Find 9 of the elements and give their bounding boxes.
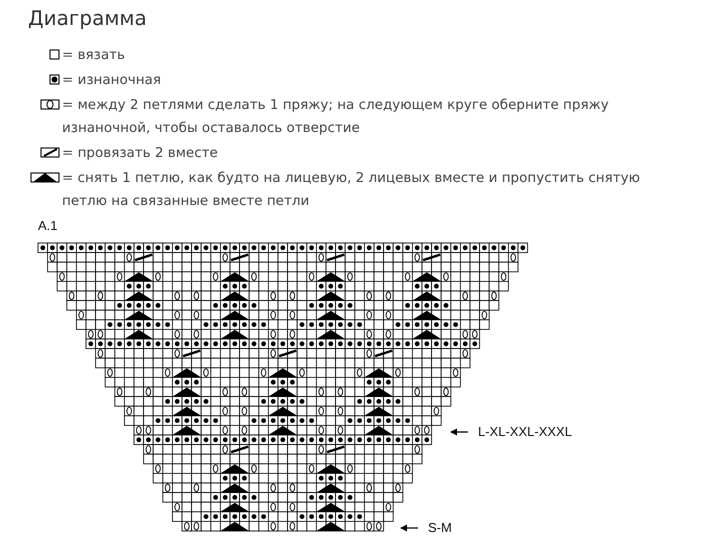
size-label: L-XL-XXL-XXXL bbox=[478, 424, 572, 439]
legend-text: = изнаночная bbox=[62, 72, 161, 88]
legend-text: = провязать 2 вместе bbox=[62, 145, 218, 161]
chart-label: A.1 bbox=[38, 218, 58, 233]
diagram-title: Диаграмма bbox=[28, 6, 147, 30]
size-label: S-M bbox=[428, 520, 452, 535]
legend-text: = снять 1 петлю, как будто на лицевую, 2 лицевых вместе и пропустить снятую петлю на связанные вместе петли bbox=[62, 170, 640, 209]
legend-text: = вязать bbox=[62, 47, 125, 63]
legend-text: = между 2 петлями сделать 1 пряжу; на следующем круге оберните пряжу изнаночной, чтобы оставалось отверстие bbox=[62, 97, 609, 136]
